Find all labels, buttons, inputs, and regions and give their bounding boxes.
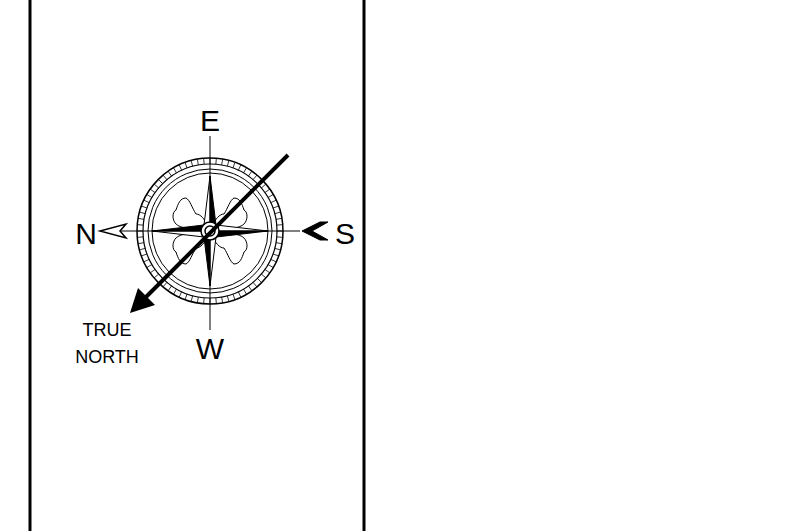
- tick: [147, 195, 152, 198]
- tick: [137, 224, 143, 226]
- tick: [244, 168, 247, 173]
- tick: [150, 189, 155, 192]
- tick: [273, 206, 279, 208]
- tick: [203, 298, 205, 304]
- tick: [244, 289, 247, 294]
- tick: [185, 162, 187, 168]
- compass-direction: S: [335, 217, 355, 250]
- tick: [163, 175, 167, 180]
- tick: [222, 159, 223, 165]
- tick: [137, 236, 143, 238]
- tick: [179, 165, 182, 170]
- tick: [179, 292, 182, 297]
- tick: [271, 200, 276, 203]
- tick: [158, 179, 162, 183]
- tick: [197, 159, 198, 165]
- tick: [233, 162, 235, 168]
- tick: [268, 265, 273, 268]
- tick: [203, 158, 205, 164]
- tick: [275, 212, 281, 214]
- tick: [215, 158, 217, 164]
- tick: [144, 259, 149, 262]
- tick: [276, 218, 282, 219]
- tick: [227, 160, 229, 166]
- tick: [253, 282, 257, 287]
- true-north-arrowhead: [130, 288, 155, 313]
- tick: [191, 296, 193, 302]
- tick: [150, 269, 155, 272]
- tick: [163, 282, 167, 287]
- tick: [139, 212, 145, 214]
- tick: [253, 175, 257, 180]
- tick: [273, 254, 279, 256]
- tick: [215, 298, 217, 304]
- tick: [261, 184, 266, 188]
- compass-direction: W: [196, 332, 224, 365]
- tick: [185, 294, 187, 300]
- tick: [141, 254, 147, 256]
- true-north-label: TRUE NORTH: [73, 317, 141, 371]
- border-line: [363, 0, 366, 531]
- tick: [268, 195, 273, 198]
- compass-direction: N: [75, 217, 97, 250]
- tick: [257, 278, 261, 282]
- true-north-arrow: [142, 155, 288, 301]
- tick: [154, 274, 159, 278]
- tick: [144, 200, 149, 203]
- tick: [276, 243, 282, 244]
- tick: [139, 248, 145, 250]
- tick: [174, 289, 177, 294]
- tick: [261, 274, 266, 278]
- tick: [222, 297, 223, 303]
- tick: [275, 248, 281, 250]
- tick: [277, 224, 283, 226]
- tick: [238, 292, 241, 297]
- compass-direction: E: [200, 104, 220, 137]
- tick: [265, 189, 270, 192]
- tick: [248, 171, 251, 176]
- tick: [138, 243, 144, 244]
- tick: [265, 269, 270, 272]
- tick: [277, 236, 283, 238]
- tick: [147, 265, 152, 268]
- tick: [271, 259, 276, 262]
- tick: [233, 294, 235, 300]
- tick: [197, 297, 198, 303]
- tick: [191, 160, 193, 166]
- north-arrowhead: [100, 224, 126, 238]
- tick: [154, 184, 159, 188]
- tick: [238, 165, 241, 170]
- compass-rose: [100, 136, 328, 330]
- tick: [168, 286, 171, 291]
- south-fletching: [302, 222, 328, 240]
- tick: [138, 218, 144, 219]
- border-line: [29, 0, 32, 531]
- tick: [141, 206, 147, 208]
- tick: [174, 168, 177, 173]
- tick: [168, 171, 171, 176]
- tick: [227, 296, 229, 302]
- tick: [248, 286, 251, 291]
